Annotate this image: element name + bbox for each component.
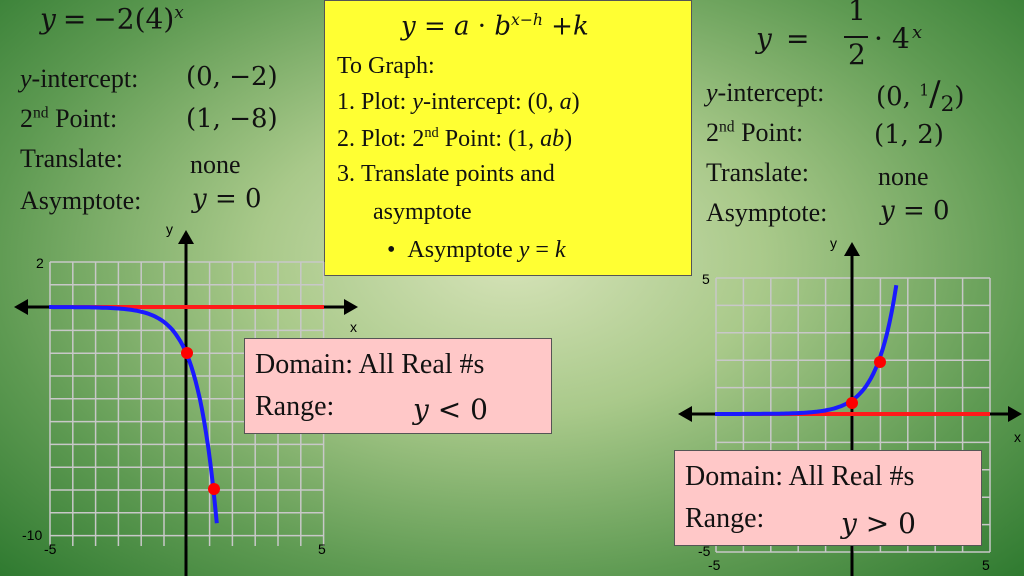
eq-coefficient: −2 bbox=[93, 2, 135, 36]
right-y-intercept-value: (0, 1/2) bbox=[876, 74, 965, 118]
right-second-point-label: 2nd Point: bbox=[706, 118, 804, 147]
right-x-axis-arrow-right-icon bbox=[1008, 406, 1022, 422]
eq-equals: = bbox=[62, 2, 87, 36]
left-second-point-label: 2nd Point: bbox=[20, 104, 118, 133]
asymptote-bullet: • Asymptote y = k bbox=[387, 237, 566, 263]
left-second-point bbox=[208, 483, 220, 495]
left-translate-value: none bbox=[190, 150, 241, 179]
fraction-bar bbox=[844, 36, 868, 38]
right-second-point bbox=[874, 356, 886, 368]
left-y-intercept-value: (0, −2) bbox=[186, 62, 278, 92]
left-y-axis-arrow-icon bbox=[178, 230, 194, 244]
right-second-point-value: (1, 2) bbox=[874, 120, 944, 150]
left-y-bottom-tick: -10 bbox=[22, 527, 42, 543]
step-2: 2. Plot: 2nd Point: (1, ab) bbox=[337, 125, 573, 152]
step-3: 3. Translate points and bbox=[337, 161, 555, 187]
bullet-icon: • bbox=[387, 237, 396, 263]
left-translate-label: Translate: bbox=[20, 144, 124, 173]
right-y-bottom-tick: -5 bbox=[698, 543, 711, 559]
eq-base: (4) bbox=[134, 2, 175, 36]
left-domain-label: Domain: All Real #s bbox=[255, 349, 485, 380]
left-domain-range-box: Domain: All Real #s Range: y < 0 bbox=[244, 338, 552, 434]
right-y-intercept-label: y-intercept: bbox=[706, 78, 825, 107]
left-asymptote-value: y = 0 bbox=[192, 184, 262, 214]
right-domain-range-box: Domain: All Real #s Range: y > 0 bbox=[674, 450, 982, 546]
left-y-axis-label: y bbox=[166, 221, 173, 237]
eq-y: y bbox=[40, 2, 56, 36]
left-range-label: Range: bbox=[255, 391, 335, 422]
left-x-axis-label: x bbox=[350, 319, 357, 335]
left-asymptote-label: Asymptote: bbox=[20, 186, 142, 215]
right-range-label: Range: bbox=[685, 503, 765, 534]
left-y-intercept-point bbox=[181, 347, 193, 359]
general-formula: y = a · bx−h +k bbox=[401, 11, 589, 42]
graphing-steps-box: y = a · bx−h +k To Graph: 1. Plot: y-int… bbox=[324, 0, 692, 276]
right-x-axis-label: x bbox=[1014, 429, 1021, 445]
right-y-top-tick: 5 bbox=[702, 271, 710, 287]
right-asymptote-label: Asymptote: bbox=[706, 198, 828, 227]
left-y-top-tick: 2 bbox=[36, 255, 44, 271]
right-translate-label: Translate: bbox=[706, 158, 810, 187]
right-range-value: y > 0 bbox=[841, 507, 916, 540]
right-x-right-tick: 5 bbox=[982, 557, 990, 573]
step-1: 1. Plot: y-intercept: (0, a) bbox=[337, 89, 580, 115]
left-second-point-value: (1, −8) bbox=[186, 104, 278, 134]
right-x-axis-arrow-left-icon bbox=[678, 406, 692, 422]
right-asymptote-value: y = 0 bbox=[880, 196, 950, 226]
left-x-right-tick: 5 bbox=[318, 541, 326, 557]
eq-exponent: x bbox=[174, 2, 184, 22]
left-x-axis-arrow-left-icon bbox=[14, 299, 28, 315]
right-y-intercept-point bbox=[846, 397, 858, 409]
steps-heading: To Graph: bbox=[337, 53, 435, 79]
right-equation: y = 1 2 · 4 x bbox=[756, 0, 923, 71]
left-equation: y = −2(4)x bbox=[40, 2, 184, 36]
left-x-left-tick: -5 bbox=[44, 541, 57, 557]
right-x-left-tick: -5 bbox=[708, 557, 721, 573]
left-range-value: y < 0 bbox=[413, 393, 488, 426]
left-exponential-curve bbox=[49, 305, 219, 524]
right-domain-label: Domain: All Real #s bbox=[685, 461, 915, 492]
right-exponential-curve bbox=[715, 284, 899, 416]
left-y-intercept-label: y-intercept: bbox=[20, 64, 139, 93]
step-3-continued: asymptote bbox=[373, 199, 472, 225]
left-x-axis-arrow-right-icon bbox=[344, 299, 358, 315]
right-y-axis-arrow-icon bbox=[844, 242, 860, 256]
right-translate-value: none bbox=[878, 162, 929, 191]
right-y-axis-label: y bbox=[830, 235, 837, 251]
